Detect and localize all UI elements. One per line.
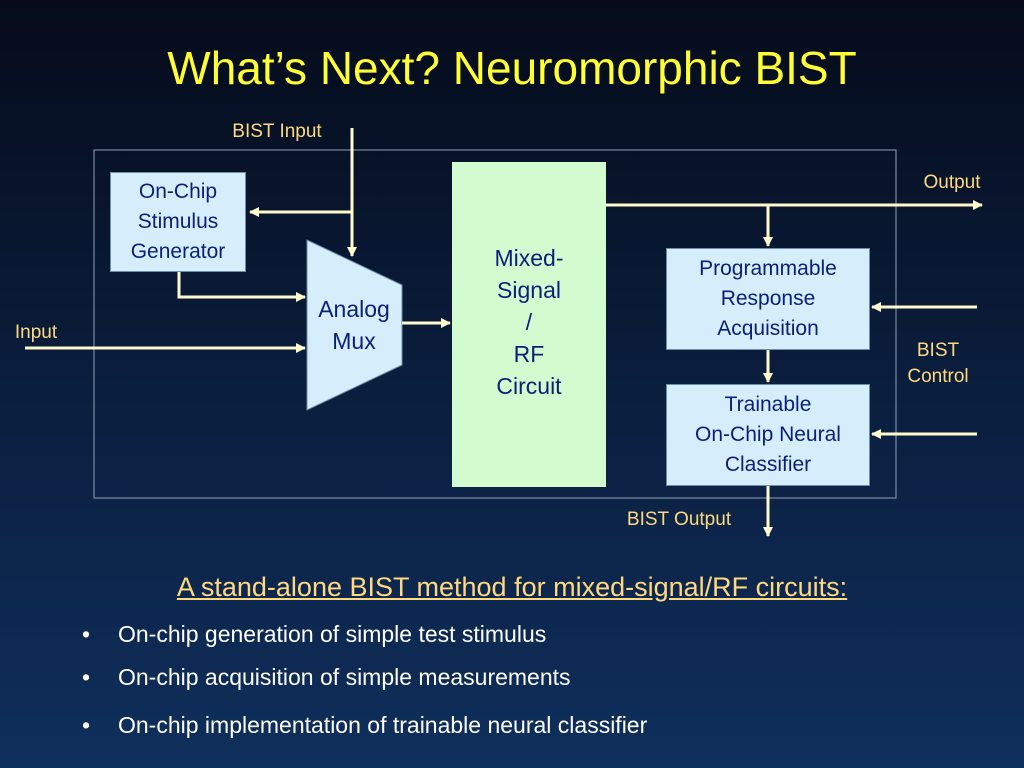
slide-title: What’s Next? Neuromorphic BIST [167, 42, 857, 94]
neural-classifier-label: Trainable On-Chip Neural Classifier [695, 393, 841, 476]
bullet-text: On-chip implementation of trainable neur… [118, 712, 648, 738]
mixed-signal-label: Mixed- Signal / RF Circuit [494, 245, 564, 399]
label-bist-output: BIST Output [626, 509, 732, 530]
bullet-text: On-chip generation of simple test stimul… [118, 621, 547, 647]
analog-mux-label: Analog Mux [318, 296, 390, 354]
response-acquisition-label: Programmable Response Acquisition [699, 257, 837, 340]
analog-mux-shape [306, 239, 403, 411]
label-input: Input [14, 322, 58, 343]
stimulus-generator-label: On-Chip Stimulus Generator [130, 180, 226, 263]
subtitle: A stand-alone BIST method for mixed-sign… [176, 572, 848, 602]
label-output: Output [923, 172, 981, 193]
bullet-item: •On-chip generation of simple test stimu… [82, 621, 547, 647]
label-bist-control: BIST Control [907, 340, 969, 387]
bullet-item: •On-chip implementation of trainable neu… [82, 712, 648, 738]
chip-boundary [93, 149, 897, 499]
label-bist-input: BIST Input [232, 121, 322, 142]
bullet-text: On-chip acquisition of simple measuremen… [118, 664, 571, 690]
bullet-item: •On-chip acquisition of simple measureme… [82, 664, 571, 690]
stimulus-generator-block: On-Chip Stimulus Generator [110, 172, 246, 272]
mixed-signal-block: Mixed- Signal / RF Circuit [452, 162, 606, 487]
response-acquisition-block: Programmable Response Acquisition [666, 248, 870, 350]
wire-stimulus-mux [177, 272, 306, 302]
neural-classifier-block: Trainable On-Chip Neural Classifier [666, 384, 870, 486]
